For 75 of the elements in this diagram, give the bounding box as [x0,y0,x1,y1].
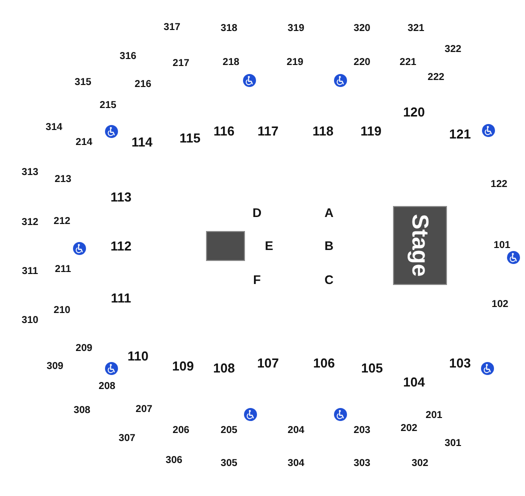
section-label: 211 [54,265,72,275]
floor-section-label: E [264,240,274,252]
section-label: 120 [403,106,425,118]
section-label: 121 [449,128,471,140]
section-label: 220 [354,58,370,68]
section-label: 208 [98,382,116,392]
section-label: 302 [412,459,428,469]
section-label: 304 [288,459,304,469]
section-label: 311 [22,267,38,277]
section-label: 117 [258,124,278,138]
section-label: 307 [118,434,136,444]
section-label: 215 [100,101,116,111]
section-label: 217 [172,59,190,69]
section-label: 316 [120,52,136,62]
section-label: 119 [360,124,382,138]
section-label: 301 [444,439,462,449]
section-label: 320 [354,24,370,34]
section-label: 216 [134,80,152,90]
section-label: 105 [361,362,383,374]
section-label: 314 [46,123,62,133]
floor-section-label: A [324,206,334,220]
section-label: 203 [354,426,370,436]
section-label: 109 [172,360,194,372]
section-label: 103 [449,356,471,370]
section-label: 107 [257,356,279,370]
section-label: 312 [22,218,38,228]
section-label: 305 [220,459,238,469]
section-label: 222 [428,73,444,83]
section-label: 315 [74,78,92,88]
section-label: 204 [288,426,304,436]
section-label: 106 [313,356,335,370]
floor-section-label: D [252,206,262,220]
section-label: 115 [180,132,200,144]
section-label: 303 [354,459,370,469]
section-label: 205 [220,426,238,436]
section-label: 112 [110,240,132,252]
filled-block [206,231,245,261]
section-label: 321 [408,24,424,34]
section-label: 309 [46,362,64,372]
section-label: 317 [164,23,180,33]
section-label: 218 [222,58,240,68]
stage-label: Stage [408,214,432,277]
section-label: 209 [76,344,92,354]
section-label: 221 [400,58,416,68]
section-label: 214 [76,138,92,148]
section-label: 108 [213,362,235,374]
section-label: 306 [166,456,182,466]
section-label: 213 [54,175,72,185]
section-label: 207 [136,405,152,415]
floor-section-label: B [324,240,334,252]
floor-section-label: C [324,274,334,286]
section-label: 101 [494,241,510,251]
section-label: 210 [54,306,70,316]
section-label: 219 [286,58,304,68]
section-label: 110 [128,350,148,362]
section-label: 116 [214,124,234,138]
section-label: 310 [22,316,38,326]
section-label: 114 [132,136,152,148]
section-label: 318 [220,24,238,34]
floor-section-label: F [253,274,261,286]
section-label: 104 [403,376,425,388]
stage-block [393,206,447,285]
section-label: 113 [110,190,132,204]
section-label: 322 [444,45,462,55]
section-label: 202 [400,424,418,434]
section-label: 212 [54,217,70,227]
section-label: 308 [74,406,90,416]
section-label: 111 [110,292,132,304]
section-label: 313 [22,168,38,178]
section-label: 122 [490,180,508,190]
section-label: 118 [312,124,334,138]
section-label: 102 [492,300,508,310]
section-label: 319 [288,24,304,34]
section-label: 206 [172,426,190,436]
section-label: 201 [426,411,442,421]
